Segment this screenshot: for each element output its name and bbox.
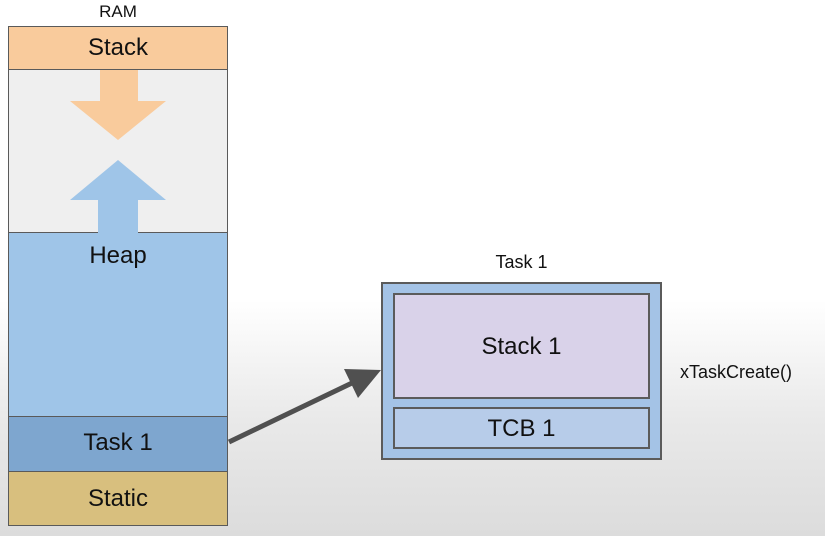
function-call-label: xTaskCreate() — [680, 362, 793, 382]
task-stack-box: Stack 1 — [393, 293, 650, 399]
ram-heap-label: Heap — [89, 242, 147, 269]
ram-task-label: Task 1 — [83, 429, 153, 456]
task-box: Stack 1 TCB 1 — [381, 282, 662, 460]
ram-static-segment: Static — [8, 471, 228, 526]
ram-stack-segment: Stack — [8, 26, 228, 70]
task-title: Task 1 — [495, 252, 548, 272]
ram-free-space — [8, 69, 228, 233]
ram-title: RAM — [99, 2, 137, 21]
ram-heap-segment: Heap — [8, 232, 228, 417]
ram-task-segment: Task 1 — [8, 416, 228, 472]
task-tcb-label: TCB 1 — [487, 415, 556, 442]
task-tcb-box: TCB 1 — [393, 407, 650, 449]
ram-static-label: Static — [87, 485, 149, 512]
task-allocation-arrow-line — [227, 380, 354, 445]
task-stack-label: Stack 1 — [481, 333, 562, 360]
ram-stack-label: Stack — [87, 34, 149, 61]
task-allocation-arrow-head — [344, 369, 381, 398]
